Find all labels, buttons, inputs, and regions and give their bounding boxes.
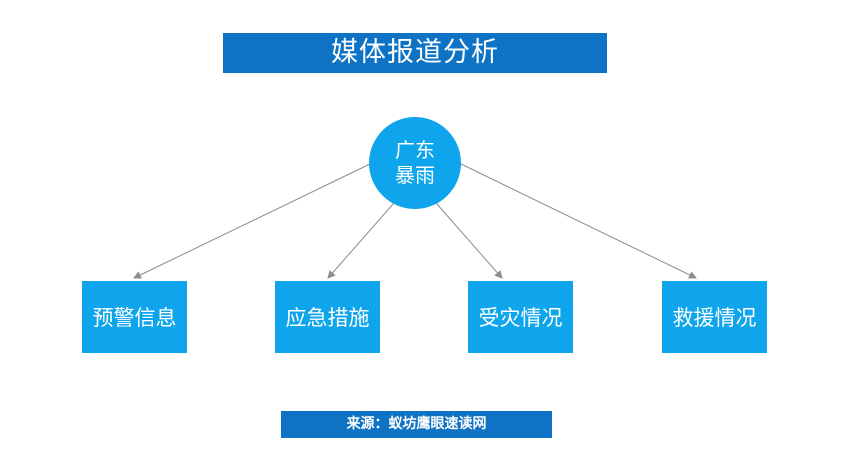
- center-node: 广东 暴雨: [369, 117, 461, 209]
- diagram-title: 媒体报道分析: [223, 33, 607, 73]
- child-node-1: 预警信息: [82, 281, 187, 353]
- source-caption: 来源：蚁坊鹰眼速读网: [281, 411, 552, 438]
- child-node-4: 救援情况: [662, 281, 767, 353]
- child-node-2: 应急措施: [275, 281, 380, 353]
- child-node-3: 受灾情况: [468, 281, 573, 353]
- connector-to-child-1: [133, 162, 373, 279]
- child-node-label: 应急措施: [285, 306, 370, 330]
- center-node-line-2: 暴雨: [395, 163, 435, 187]
- connector-to-child-3: [435, 202, 503, 279]
- child-node-label: 救援情况: [672, 306, 757, 330]
- center-node-line-1: 广东: [395, 138, 435, 162]
- connector-to-child-2: [327, 202, 395, 279]
- child-node-label: 预警信息: [92, 306, 177, 330]
- connector-to-child-4: [458, 162, 697, 279]
- child-node-label: 受灾情况: [478, 306, 563, 330]
